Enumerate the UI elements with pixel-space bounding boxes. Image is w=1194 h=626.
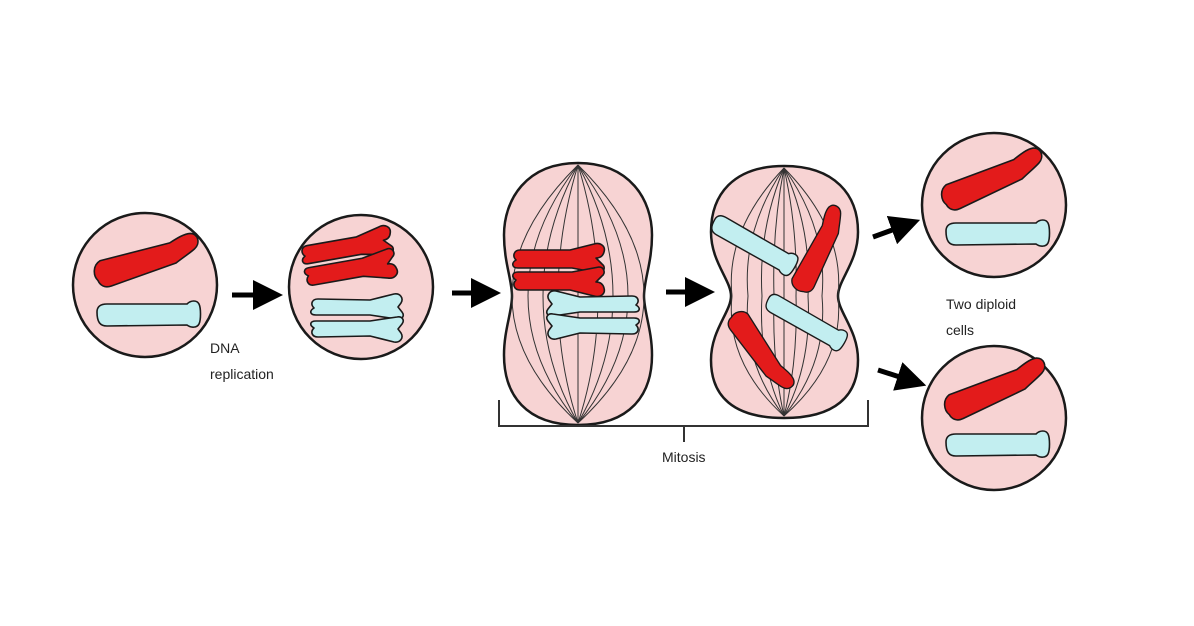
replicated-cell [287, 213, 435, 361]
two-diploid-label-line1: Two diploid [946, 296, 1017, 312]
parent-cell [71, 211, 219, 359]
two-diploid-cells-label: Two diploid cells [946, 291, 1016, 343]
blue-chromosome [945, 430, 1051, 458]
daughter-cell-top [920, 131, 1068, 279]
blue-chromosome [96, 300, 202, 328]
blue-chromosome [945, 219, 1051, 247]
dna-replication-label-line2: replication [210, 366, 274, 382]
arrow-to-bottom-daughter [877, 362, 927, 391]
daughter-cell-bottom [920, 344, 1068, 492]
dna-replication-label-line1: DNA [210, 340, 240, 356]
arrow-to-top-daughter [872, 216, 921, 245]
two-diploid-label-line2: cells [946, 322, 975, 338]
spindle-fibers [730, 167, 840, 417]
mitosis-bracket [498, 400, 869, 442]
metaphase-cell [502, 161, 654, 427]
dna-replication-label: DNA replication [210, 335, 274, 387]
anaphase-cell [707, 164, 860, 420]
mitosis-label: Mitosis [662, 449, 706, 465]
